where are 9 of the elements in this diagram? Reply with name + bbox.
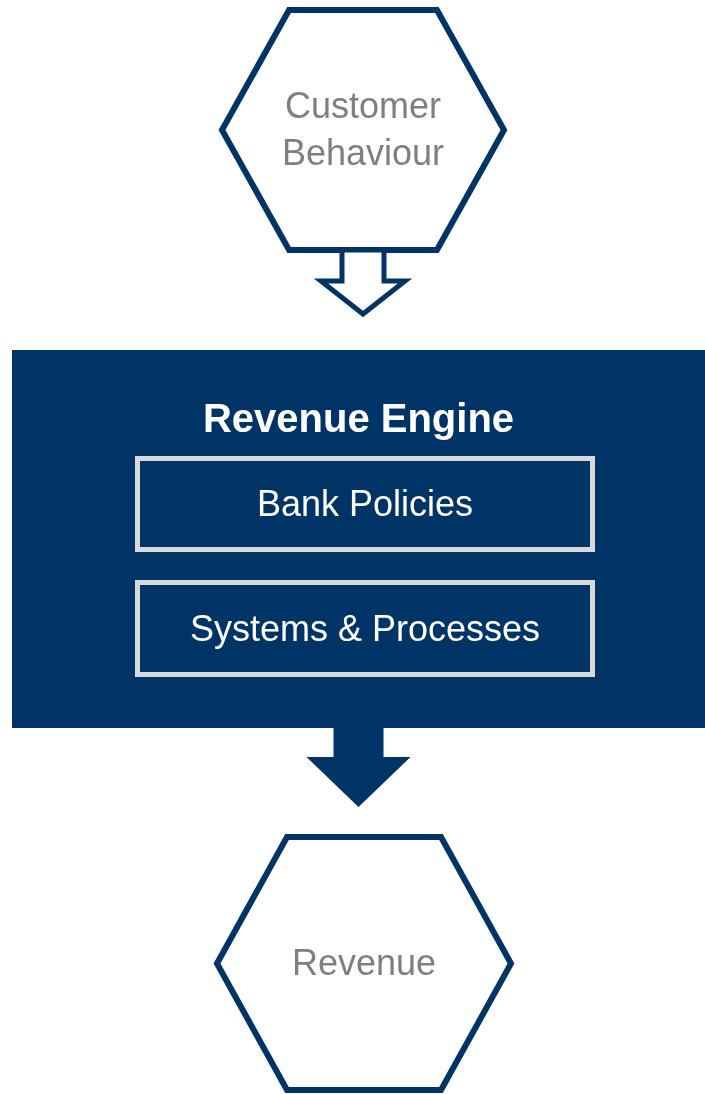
node-label: Revenue [291, 941, 437, 986]
process-box [135, 580, 595, 677]
block-arrow [306, 728, 411, 807]
panel-title: Revenue Engine [202, 395, 515, 442]
node-label: Customer Behaviour [280, 84, 446, 175]
box-label: Systems & Processes [189, 606, 541, 651]
box-label: Bank Policies [256, 482, 474, 526]
process-box [135, 456, 595, 552]
engine-panel [12, 350, 705, 728]
